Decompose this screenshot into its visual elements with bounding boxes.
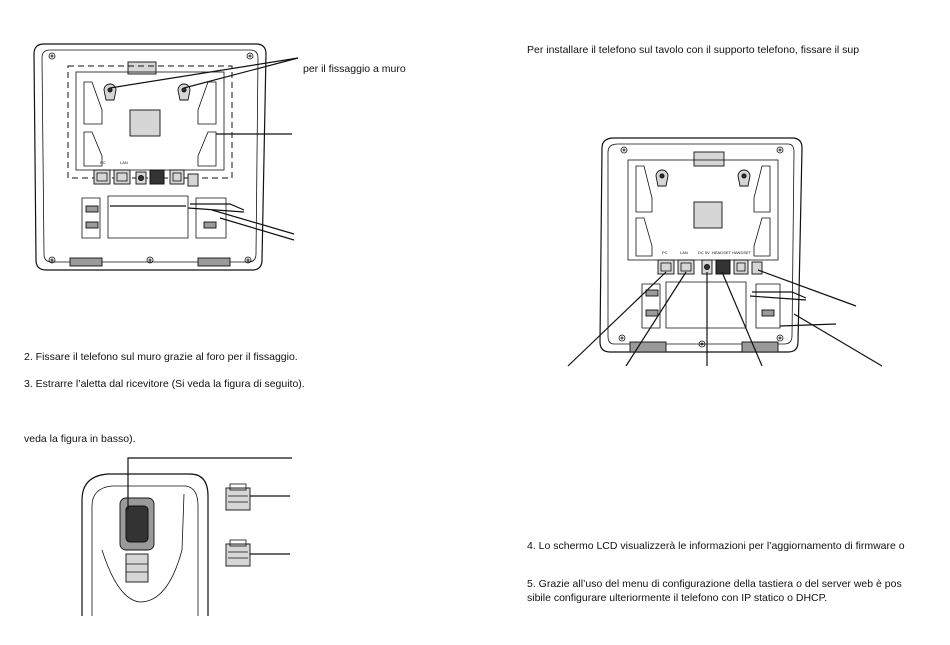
desk-port-label-lan: LAN [680,250,688,255]
step-2-text: 2. Fissare il telefono sul muro grazie a… [24,351,298,363]
desk-install-intro: Per installare il telefono sul tavolo co… [527,44,860,56]
step-3-text: 3. Estrarre l’aletta dal ricevitore (Si … [24,378,305,390]
wall-fix-label: per il fissaggio a muro [303,63,406,75]
port-label-lan: LAN [120,160,128,165]
step-4-text: 4. Lo schermo LCD visualizzerà le inform… [527,540,905,552]
port-label-pc: PC [100,160,106,165]
wall-mount-figure: PC LAN [33,43,299,271]
desk-port-label-dc: DC 5V [698,250,710,255]
see-below-text: veda la figura in basso). [24,433,136,445]
handset-tab-figure [81,457,292,616]
step-5-text-line-1: 5. Grazie all’uso del menu di configuraz… [527,578,902,590]
desk-port-label-pc: PC [662,250,668,255]
desk-mount-figure: PC LAN DC 5V HEADSET HANDSET [567,137,883,367]
desk-port-label-handset: HANDSET [732,250,752,255]
desk-port-label-headset: HEADSET [712,250,731,255]
step-5-text-line-2: sibile configurare ulteriormente il tele… [527,592,828,604]
